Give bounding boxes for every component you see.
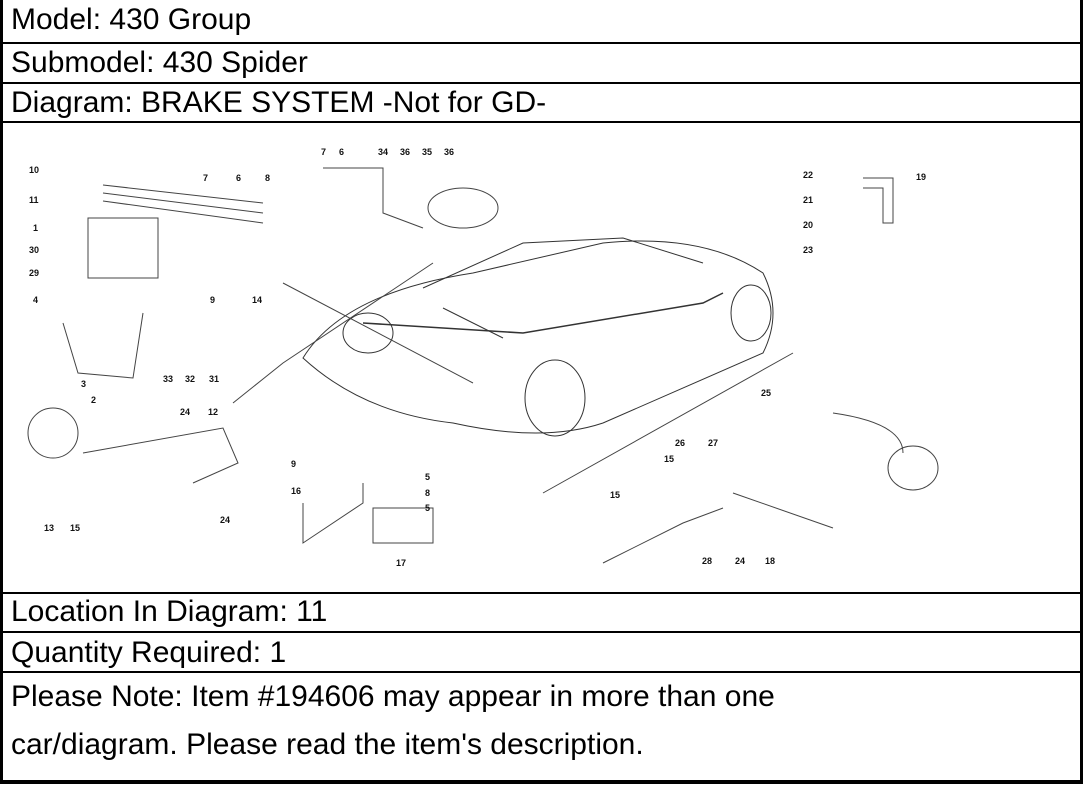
model-row: Model: 430 Group (3, 0, 1080, 44)
callout-6: 6 (339, 147, 344, 157)
location-row: Location In Diagram: 11 (3, 592, 1080, 633)
callout-32: 32 (185, 374, 195, 384)
callout-24: 24 (220, 515, 230, 525)
callout-23: 23 (803, 245, 813, 255)
callout-12: 12 (208, 407, 218, 417)
part-groups (27, 167, 939, 564)
callout-9: 9 (291, 459, 296, 469)
callout-11: 11 (29, 195, 39, 205)
callout-36: 36 (400, 147, 410, 157)
callout-8: 8 (425, 488, 430, 498)
callout-15: 15 (70, 523, 80, 533)
callout-7: 7 (203, 173, 208, 183)
callout-15: 15 (664, 454, 674, 464)
callout-34: 34 (378, 147, 388, 157)
callout-30: 30 (29, 245, 39, 255)
callout-25: 25 (761, 388, 771, 398)
callout-24: 24 (180, 407, 190, 417)
callout-6: 6 (236, 173, 241, 183)
callout-3: 3 (81, 379, 86, 389)
callout-19: 19 (916, 172, 926, 182)
note: Please Note: Item #194606 may appear in … (3, 673, 1080, 780)
callout-1: 1 (33, 223, 38, 233)
callout-28: 28 (702, 556, 712, 566)
callout-26: 26 (675, 438, 685, 448)
note-line-1: Please Note: Item #194606 may appear in … (11, 680, 775, 713)
quantity-row: Quantity Required: 1 (3, 633, 1080, 673)
callout-8: 8 (265, 173, 270, 183)
callout-22: 22 (803, 170, 813, 180)
callout-9: 9 (210, 295, 215, 305)
callout-10: 10 (29, 165, 39, 175)
callout-7: 7 (321, 147, 326, 157)
callout-16: 16 (291, 486, 301, 496)
callout-33: 33 (163, 374, 173, 384)
callout-13: 13 (44, 523, 54, 533)
callout-21: 21 (803, 195, 813, 205)
car-outline (302, 237, 774, 437)
callout-35: 35 (422, 147, 432, 157)
callout-5: 5 (425, 472, 430, 482)
callout-18: 18 (765, 556, 775, 566)
callout-17: 17 (396, 558, 406, 568)
callout-31: 31 (209, 374, 219, 384)
diagram-title-row: Diagram: BRAKE SYSTEM -Not for GD- (3, 84, 1080, 123)
callout-5: 5 (425, 503, 430, 513)
callout-4: 4 (33, 295, 38, 305)
callout-36: 36 (444, 147, 454, 157)
callout-24: 24 (735, 556, 745, 566)
callout-15: 15 (610, 490, 620, 500)
callout-27: 27 (708, 438, 718, 448)
note-line-2: car/diagram. Please read the item's desc… (11, 728, 644, 761)
callout-20: 20 (803, 220, 813, 230)
callout-14: 14 (252, 295, 262, 305)
submodel-row: Submodel: 430 Spider (3, 44, 1080, 84)
callout-29: 29 (29, 268, 39, 278)
callout-2: 2 (91, 395, 96, 405)
